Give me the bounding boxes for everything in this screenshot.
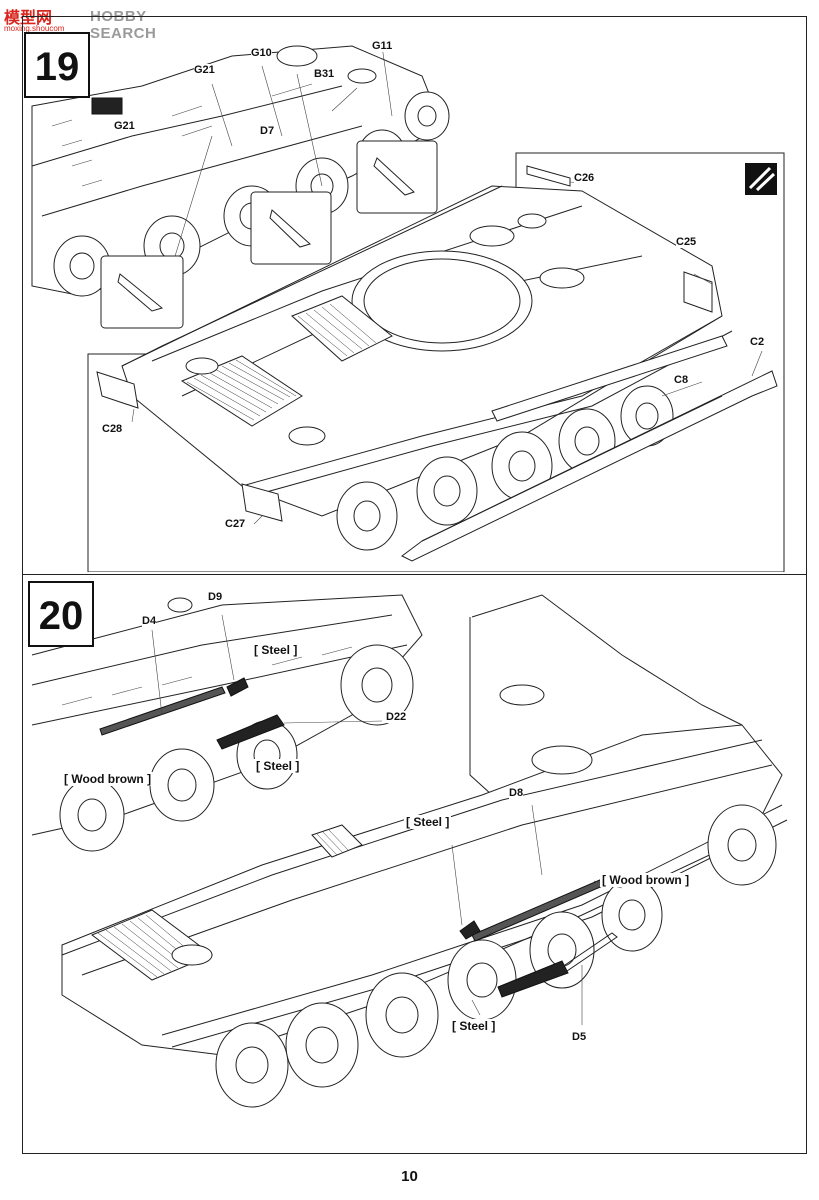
paint-label-steel-top: [ Steel ] [252,643,300,657]
step-19-panel: 19 G21 G10 G11 B31 G21 D7 C26 C25 C2 C8 … [22,16,807,572]
part-label-b31: B31 [314,68,335,80]
part-label-g11: G11 [372,40,393,52]
part-label-d7: D7 [260,125,275,137]
page-frame [22,16,807,1154]
step-20-number: 20 [28,581,94,647]
part-c26-shape [526,165,571,187]
part-label-d5: D5 [572,1031,587,1043]
part-label-c2: C2 [750,336,765,348]
part-label-d22: D22 [386,711,407,723]
paint-label-wood-right: [ Wood brown ] [600,873,692,887]
part-label-c28: C28 [102,423,123,435]
step-20-panel: 20 D9 D4 [ Steel ] D22 [ Steel ] [ Wood … [22,574,807,1154]
part-label-c8: C8 [674,374,689,386]
part-label-d4: D4 [142,615,157,627]
part-c28-shape [96,371,139,409]
watermark-url: moxing.shoucom [4,24,65,33]
part-label-g21-top: G21 [194,64,215,76]
part-label-g21-left: G21 [114,120,135,132]
part-label-g10: G10 [251,47,272,59]
detail-boxes [100,140,438,329]
part-label-c26: C26 [574,172,595,184]
main-hull-illustration [96,165,778,562]
step-20-drawing [31,594,788,1108]
paint-label-steel-mid: [ Steel ] [254,759,302,773]
part-label-d9: D9 [208,591,223,603]
site-watermark: 模型网 HOBBY SEARCH moxing.shoucom [4,4,164,42]
paint-label-steel-right: [ Steel ] [404,815,452,829]
main-hull-20-illustration [61,594,788,1108]
paint-label-wood-left: [ Wood brown ] [62,772,154,786]
hull-fragment-illustration [31,45,450,297]
part-label-c25: C25 [676,236,697,248]
page-number: 10 [401,1168,418,1185]
step-19-number: 19 [24,32,90,98]
paint-label-steel-bottom: [ Steel ] [450,1019,498,1033]
part-label-d8: D8 [509,787,524,799]
part-label-c27: C27 [225,518,246,530]
watermark-logo: 模型网 [4,8,53,27]
step-19-drawing [31,45,785,572]
part-c27-shape [241,483,283,522]
